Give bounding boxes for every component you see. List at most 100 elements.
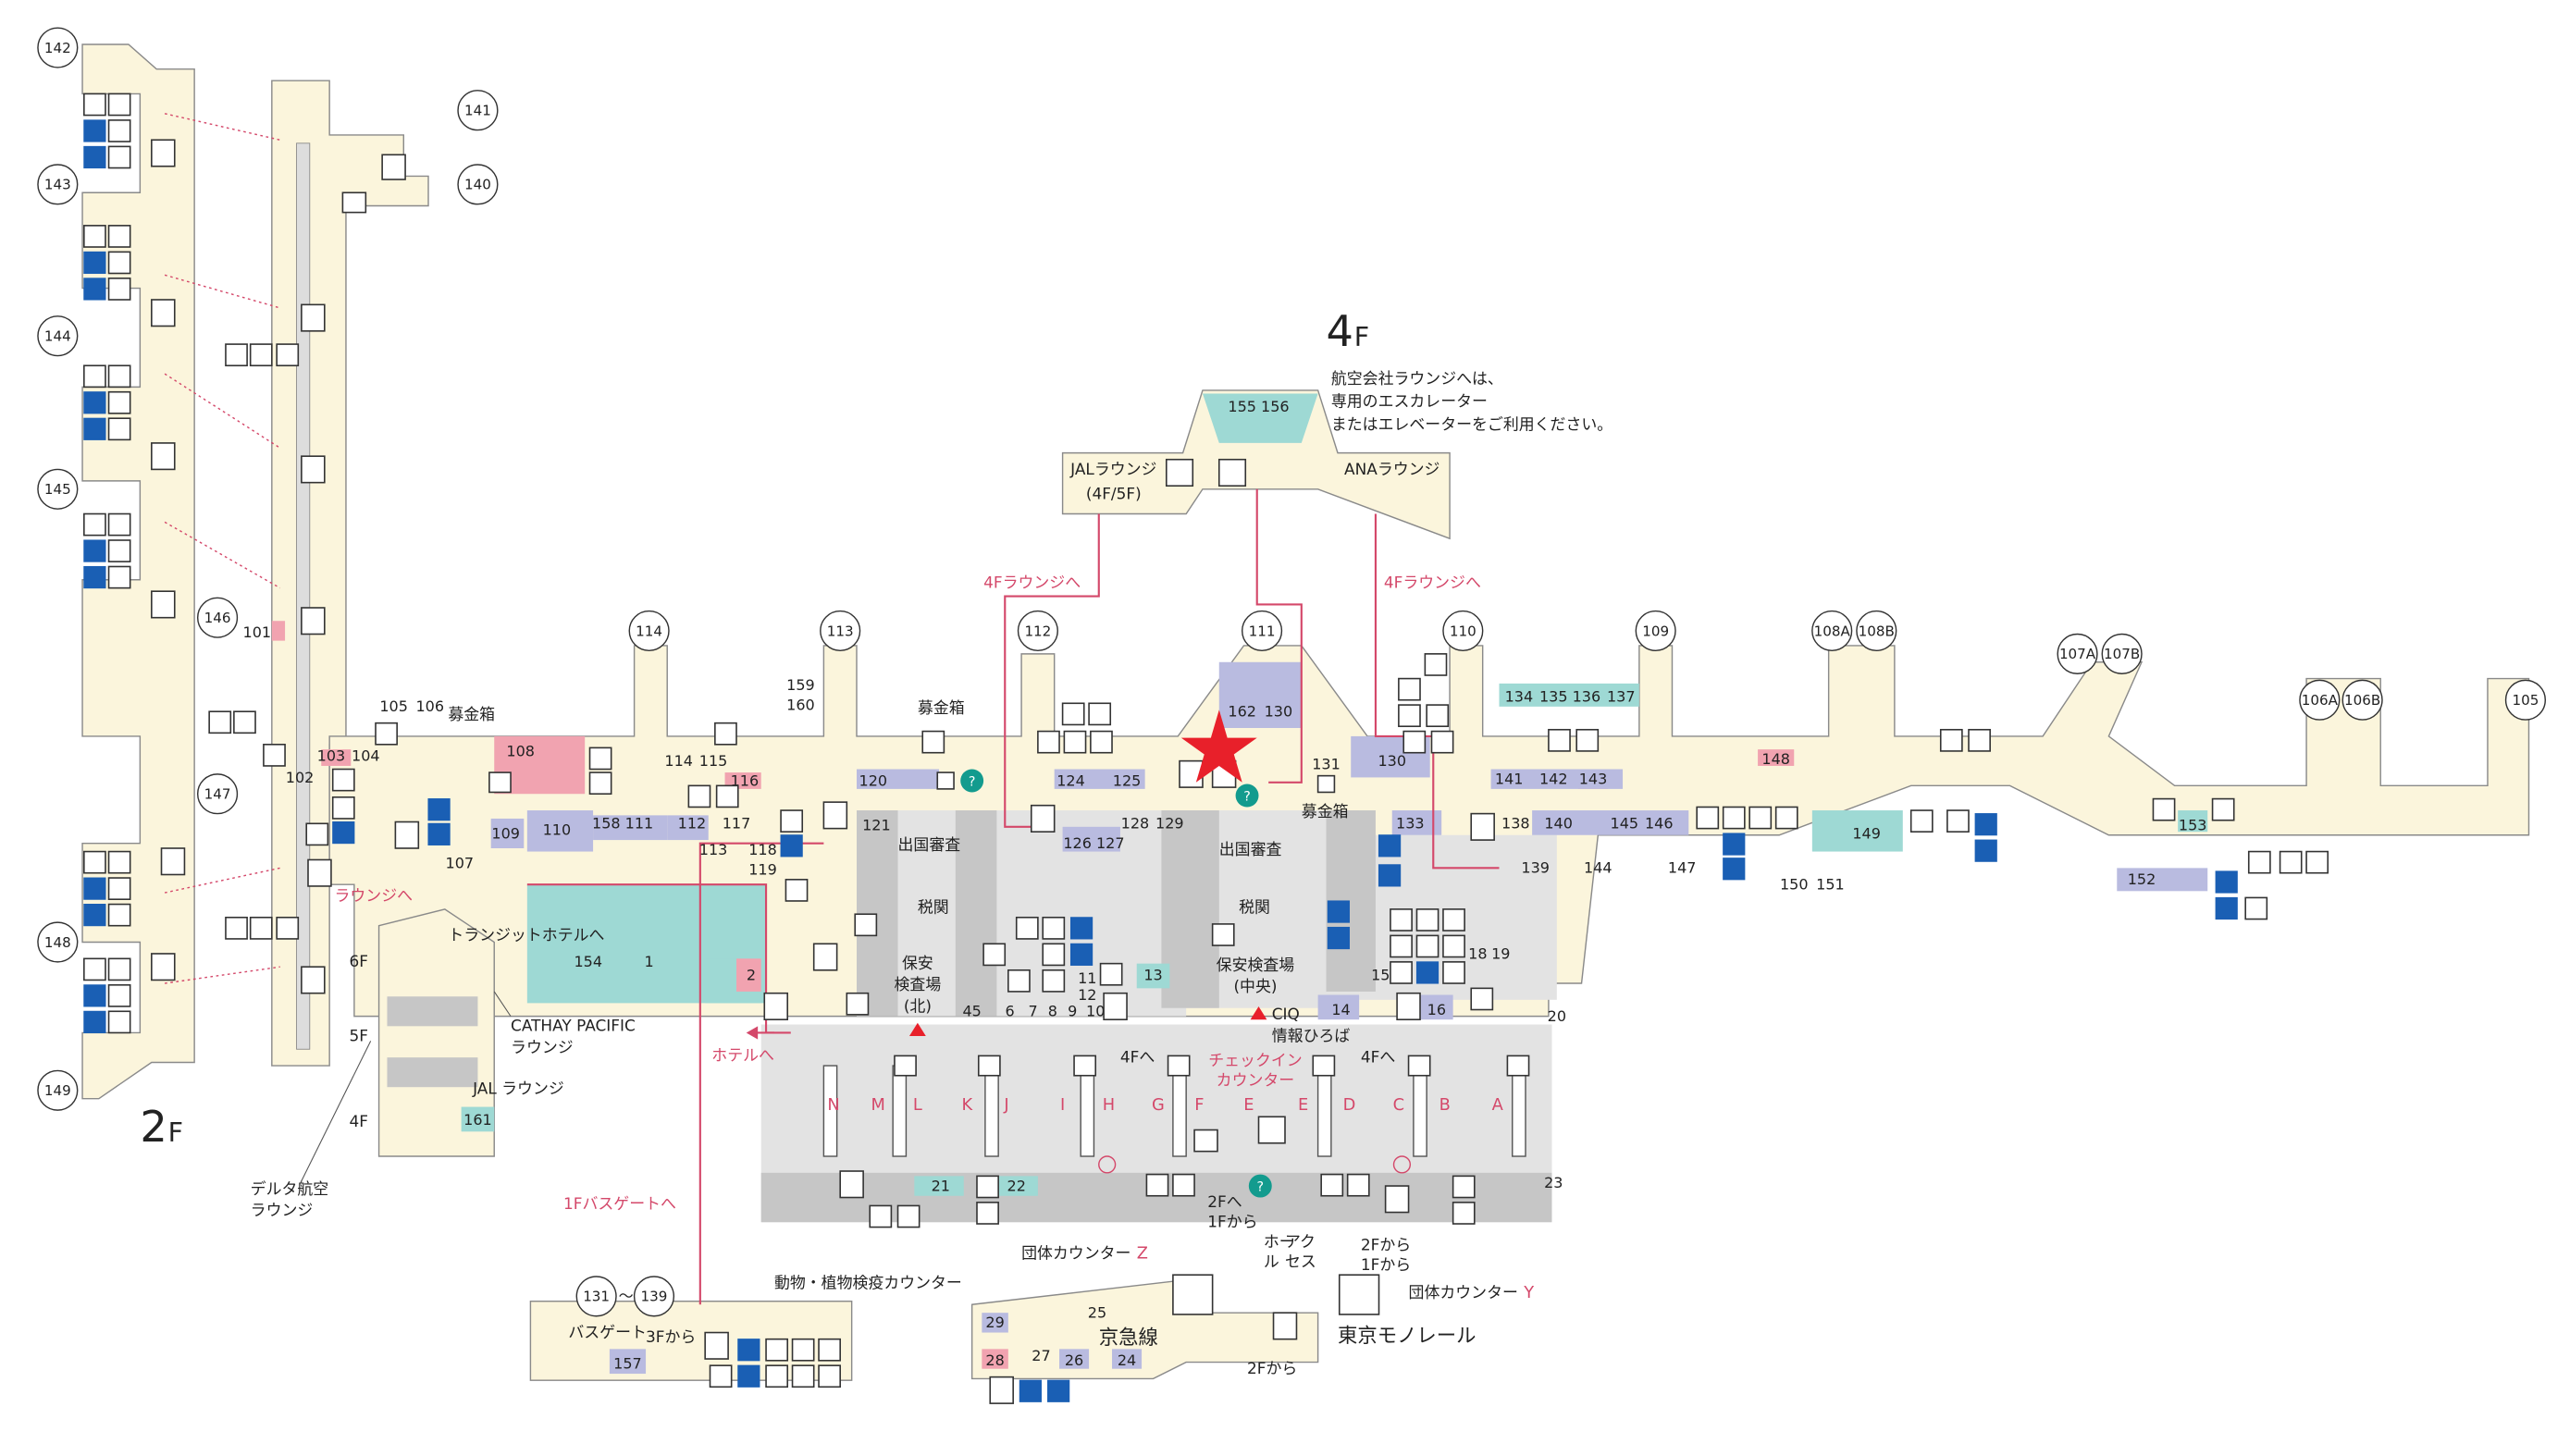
escalator-icon[interactable]: [83, 364, 106, 389]
atm-icon: [818, 1338, 841, 1362]
info-counter-icon[interactable]: [1235, 784, 1259, 808]
escalator-icon[interactable]: [83, 957, 106, 981]
shop-143: 143: [1579, 771, 1608, 788]
restroom-icon: [780, 809, 804, 833]
escalator-icon[interactable]: [1696, 806, 1720, 830]
shop-152: 152: [2128, 870, 2156, 888]
elevator-icon[interactable]: [301, 303, 326, 332]
restroom-icon: [2215, 870, 2238, 894]
elevator-icon[interactable]: [822, 801, 848, 830]
shop-151: 151: [1816, 876, 1845, 894]
shop-150: 150: [1780, 876, 1809, 894]
floor-upper-suffix: F: [1354, 322, 1369, 352]
phone-icon: [1320, 1173, 1344, 1197]
security-central-label-1: 保安検査場: [1217, 956, 1295, 974]
gate-146: 146: [196, 597, 239, 638]
elevator-icon[interactable]: [160, 847, 186, 876]
elevator-icon[interactable]: [394, 821, 420, 849]
info-counter-icon[interactable]: [960, 769, 984, 793]
escalator-icon[interactable]: [83, 93, 106, 117]
escalator-icon[interactable]: [83, 225, 106, 248]
donation-box-icon: [1316, 774, 1336, 794]
escalator-icon[interactable]: [83, 850, 106, 874]
elevator-icon[interactable]: [1030, 804, 1056, 833]
info-icon: [687, 784, 711, 808]
atm-icon: [107, 417, 131, 441]
icon-cluster-145: [83, 512, 176, 619]
elevator-icon[interactable]: [301, 455, 326, 484]
elevator-icon[interactable]: [1396, 992, 1421, 1020]
shop-45: 45: [962, 1003, 981, 1020]
shop-162: 162: [1228, 703, 1256, 721]
shop-154: 154: [574, 953, 602, 970]
escalator-icon[interactable]: [83, 512, 106, 537]
phone-icon: [107, 512, 131, 537]
ciq-marker-icon: [1250, 1006, 1267, 1020]
counter-cb-desk: [1413, 1065, 1427, 1157]
shop-157: 157: [613, 1355, 642, 1373]
elevator-icon[interactable]: [151, 953, 176, 981]
phone-icon: [1145, 1173, 1169, 1197]
elevator-icon[interactable]: [1384, 1185, 1410, 1214]
gate-112: 112: [1017, 610, 1058, 652]
phone-icon: [107, 850, 131, 874]
elevator-icon[interactable]: [151, 299, 176, 327]
atm-icon: [1548, 728, 1571, 752]
phone-icon: [715, 784, 739, 808]
atm-icon: [1946, 809, 1970, 833]
elevator-icon[interactable]: [839, 1170, 864, 1199]
elevator-icon[interactable]: [763, 992, 789, 1020]
lounge-inset: 6F 5F 4F 161 CATHAY PACIFIC ラウンジ JAL ラウン…: [251, 908, 636, 1219]
elevator-icon[interactable]: [381, 154, 406, 180]
shop-108: 108: [506, 742, 535, 759]
info-counter-icon[interactable]: [1248, 1174, 1272, 1198]
elevator-icon[interactable]: [151, 590, 176, 619]
shop-11: 11: [1078, 969, 1096, 987]
escalator-icon[interactable]: [1061, 702, 1085, 726]
floor-6f-label: 6F: [350, 952, 368, 970]
escalator-icon[interactable]: [1217, 458, 1247, 487]
elevator-icon[interactable]: [301, 966, 326, 994]
escalator-icon[interactable]: [869, 1204, 893, 1228]
elevator-icon[interactable]: [1103, 992, 1128, 1020]
nursing-room-icon: [1390, 908, 1413, 932]
escalator-icon[interactable]: [785, 879, 809, 902]
info-icon: [765, 1364, 789, 1388]
phone-icon: [1415, 934, 1439, 958]
elevator-icon[interactable]: [151, 139, 176, 167]
escalator-icon[interactable]: [331, 768, 355, 792]
shop-15: 15: [1371, 966, 1390, 983]
wheelchair-icon: [83, 877, 106, 900]
info-icon: [1042, 943, 1066, 967]
phone-icon: [263, 744, 286, 767]
elevator-icon[interactable]: [704, 1331, 729, 1360]
donation-box-icon: [936, 771, 955, 790]
facility-icons: ? ?: [83, 93, 2329, 1404]
svg-text:131: 131: [583, 1289, 610, 1305]
shop-6: 6: [1006, 1003, 1015, 1020]
counter-a-desk: [1512, 1065, 1526, 1157]
elevator-icon[interactable]: [151, 442, 176, 471]
current-location-star-icon: [1180, 709, 1257, 783]
shop-125: 125: [1113, 771, 1142, 789]
phone-icon: [1063, 730, 1087, 754]
shop-113: 113: [699, 841, 728, 858]
nursing-room-icon: [1099, 962, 1123, 986]
elevator-icon[interactable]: [1165, 458, 1194, 487]
restroom-icon: [1073, 1055, 1097, 1077]
elevator-icon[interactable]: [1272, 1312, 1298, 1340]
shop-7: 7: [1028, 1003, 1037, 1020]
svg-text:113: 113: [827, 623, 854, 639]
security-central-label-2: (中央): [1233, 977, 1277, 995]
shop-109: 109: [491, 824, 520, 842]
svg-text:109: 109: [1642, 623, 1669, 639]
phone-icon: [107, 364, 131, 389]
elevator-icon[interactable]: [301, 607, 326, 635]
elevator-icon[interactable]: [989, 1376, 1014, 1404]
elevator-icon[interactable]: [1470, 812, 1495, 841]
shop-161: 161: [463, 1111, 492, 1129]
elevator-icon[interactable]: [812, 943, 838, 971]
gate-144: 144: [37, 315, 79, 357]
elevator-icon[interactable]: [307, 858, 332, 887]
floor-main-suffix: F: [168, 1117, 183, 1148]
